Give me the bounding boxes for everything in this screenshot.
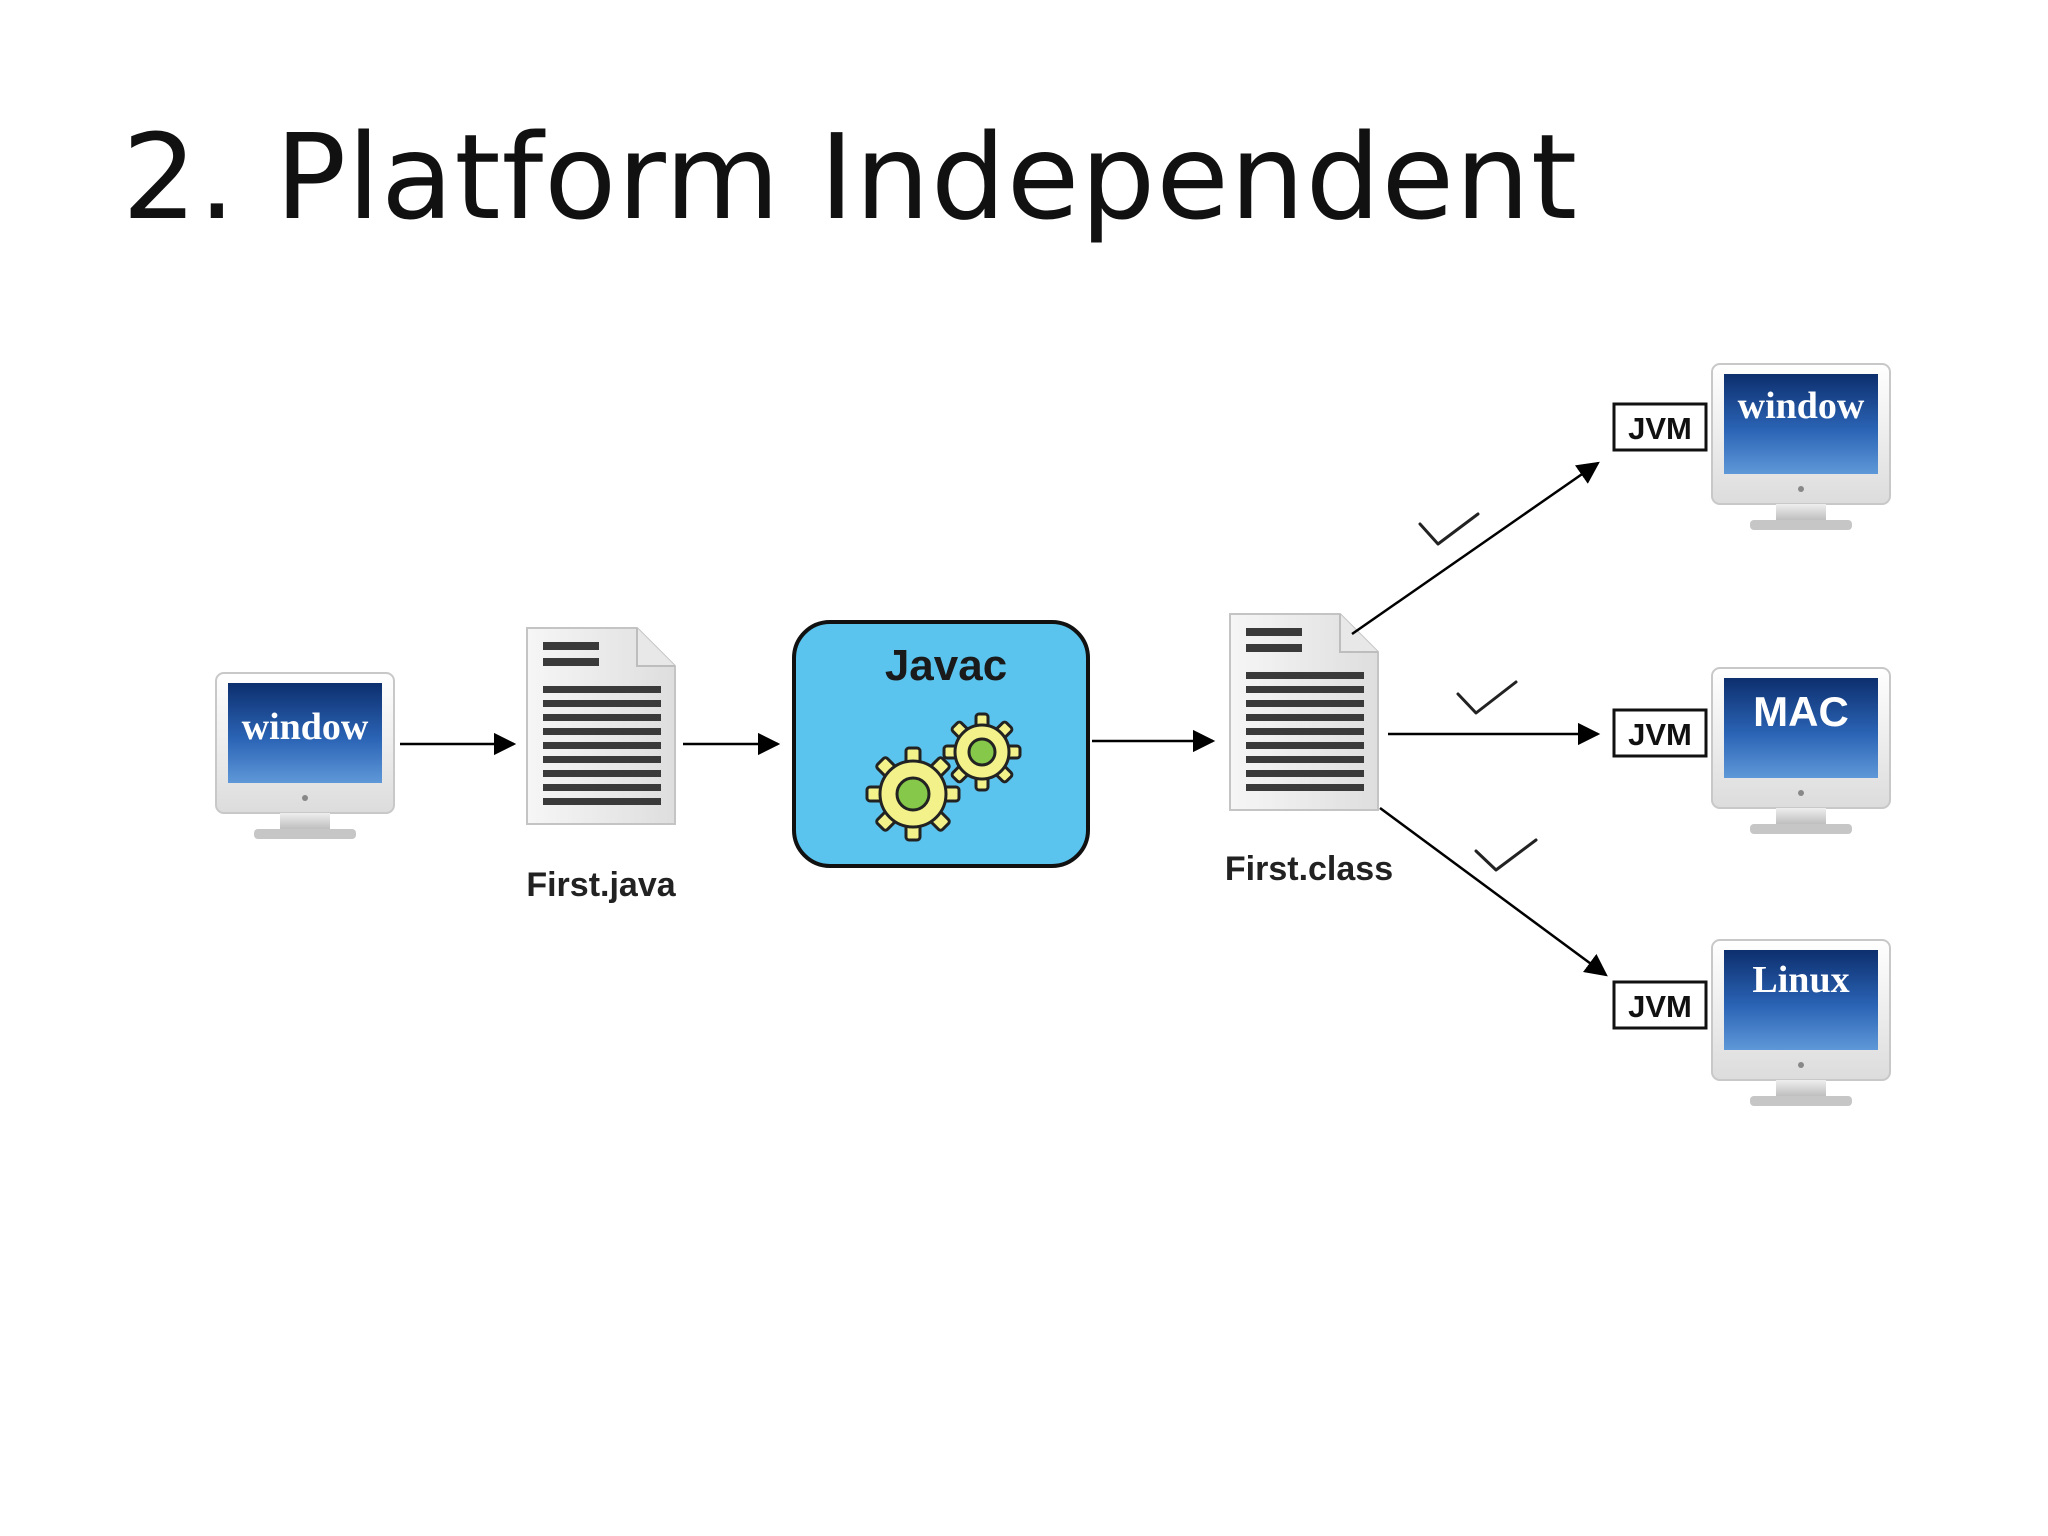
monitor-label: window <box>1738 385 1865 427</box>
jvm-label: JVM <box>1628 411 1692 446</box>
source-monitor-label: window <box>242 706 369 748</box>
checkmark-icon <box>1474 838 1538 872</box>
compiler-label: Javac <box>885 641 1007 690</box>
jvm-box: JVM <box>1612 402 1708 452</box>
source-file-label: First.java <box>526 866 676 904</box>
target-linux: JVM Linux <box>1612 939 1891 1106</box>
monitor-icon: Linux <box>1711 939 1891 1106</box>
checkmark-icon <box>1456 680 1518 715</box>
slide-title: 2. Platform Independent <box>122 108 1579 246</box>
monitor-label: MAC <box>1753 688 1849 735</box>
source-document-icon <box>526 627 676 825</box>
bytecode-file-label: First.class <box>1225 850 1393 888</box>
jvm-label: JVM <box>1628 717 1692 752</box>
arrow-icon <box>1351 461 1600 636</box>
gears-icon <box>865 712 1022 842</box>
monitor-icon: window <box>1711 363 1891 530</box>
source-monitor-icon: window <box>215 672 395 839</box>
bytecode-document-icon <box>1229 613 1379 811</box>
target-mac: JVM MAC <box>1612 667 1891 834</box>
jvm-box: JVM <box>1612 980 1708 1030</box>
monitor-icon: MAC <box>1711 667 1891 834</box>
jvm-label: JVM <box>1628 989 1692 1024</box>
monitor-label: Linux <box>1752 959 1849 1001</box>
target-window: JVM window <box>1612 363 1891 530</box>
compiler-box: Javac <box>792 620 1090 868</box>
jvm-box: JVM <box>1612 708 1708 758</box>
arrow-icon <box>1379 806 1608 977</box>
checkmark-icon <box>1418 512 1480 546</box>
